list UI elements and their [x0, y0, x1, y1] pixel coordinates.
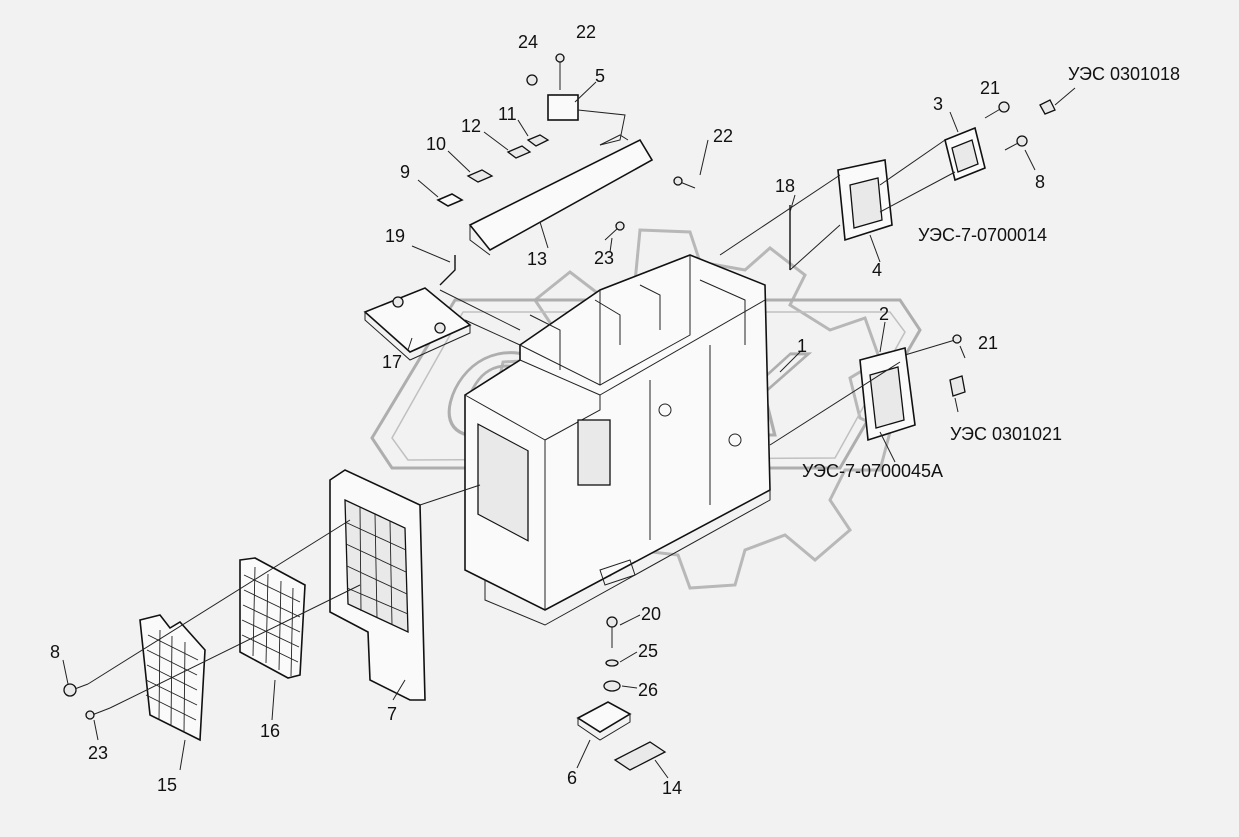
pad-part-9: [436, 193, 464, 207]
label-13: 13: [527, 249, 547, 269]
label-22b: 22: [713, 126, 733, 146]
label-25: 25: [638, 641, 658, 661]
label-leaders: [62, 81, 1076, 779]
cover-part-3: [944, 126, 986, 182]
label-6: 6: [567, 768, 577, 788]
label-4: 4: [872, 260, 882, 280]
label-1: 1: [797, 336, 807, 356]
clamp-part-6: [576, 701, 632, 741]
label-ref-1: УЭС 0301018: [1068, 64, 1180, 84]
label-18: 18: [775, 176, 795, 196]
label-10: 10: [426, 134, 446, 154]
label-15: 15: [157, 775, 177, 795]
label-11: 11: [498, 104, 517, 124]
label-24: 24: [518, 32, 538, 52]
rod-part-19: [439, 255, 456, 286]
part-labels: 24 22 5 11 12 10 9 22 19 13 23 17 18 4 3…: [50, 22, 1180, 798]
label-5: 5: [595, 66, 605, 86]
label-ref-4: УЭС-7-0700045А: [802, 461, 943, 481]
bolts: [63, 53, 1028, 720]
block-part-5: [547, 94, 579, 121]
seal-ref-1: [1039, 99, 1056, 115]
label-21a: 21: [980, 78, 1000, 98]
pad-part-11: [526, 134, 550, 147]
bracket-part-13: [468, 134, 654, 256]
label-8a: 8: [1035, 172, 1045, 192]
label-ref-2: УЭС-7-0700014: [918, 225, 1047, 245]
main-box-part-1: [464, 254, 771, 626]
label-16: 16: [260, 721, 280, 741]
label-23b: 23: [88, 743, 108, 763]
assembly-lines: [87, 109, 956, 709]
label-8b: 8: [50, 642, 60, 662]
label-22a: 22: [576, 22, 596, 42]
label-ref-3: УЭС 0301021: [950, 424, 1062, 444]
pad-part-12: [506, 145, 532, 159]
label-9: 9: [400, 162, 410, 182]
plate-part-14: [613, 741, 667, 771]
label-14: 14: [662, 778, 682, 798]
label-17: 17: [382, 352, 402, 372]
pad-part-10: [466, 169, 494, 183]
label-3: 3: [933, 94, 943, 114]
label-12: 12: [461, 116, 481, 136]
label-21b: 21: [978, 333, 998, 353]
label-26: 26: [638, 680, 658, 700]
label-7: 7: [387, 704, 397, 724]
label-19: 19: [385, 226, 405, 246]
grille-part-16: [239, 557, 306, 679]
seal-ref-3: [949, 375, 966, 397]
door-part-2: [859, 346, 916, 442]
plate-part-17: [363, 287, 472, 361]
door-part-4: [837, 159, 893, 242]
label-23a: 23: [594, 248, 614, 268]
label-20: 20: [641, 604, 661, 624]
label-2: 2: [879, 304, 889, 324]
cover-part-7: [329, 469, 426, 701]
